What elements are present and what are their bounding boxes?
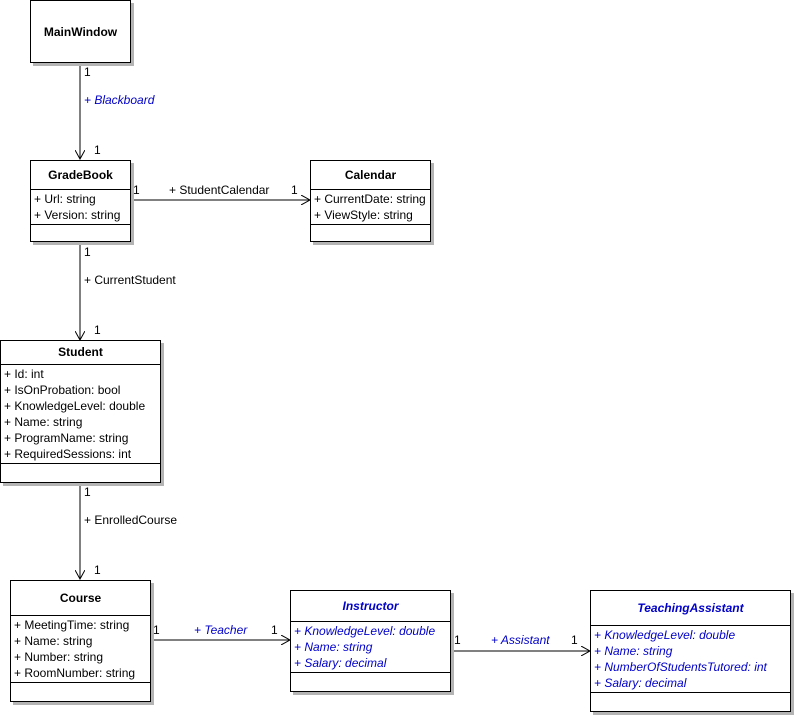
class-teaching-assistant[interactable]: TeachingAssistant + KnowledgeLevel: doub…	[590, 590, 791, 712]
class-instructor[interactable]: Instructor + KnowledgeLevel: double + Na…	[290, 590, 451, 692]
attribute: + Name: string	[294, 640, 373, 654]
class-name: Instructor	[291, 591, 450, 622]
attribute: + Name: string	[14, 634, 93, 648]
enrolled-course-role-label: + EnrolledCourse	[84, 513, 178, 527]
attribute: + Version: string	[34, 208, 121, 222]
class-main-window[interactable]: MainWindow	[30, 0, 131, 63]
class-calendar[interactable]: Calendar + CurrentDate: string + ViewSty…	[310, 160, 431, 242]
class-course[interactable]: Course + MeetingTime: string + Name: str…	[10, 580, 151, 702]
teacher-role-label: + Teacher	[194, 623, 248, 637]
class-name: TeachingAssistant	[591, 591, 790, 626]
current-student-target-multiplicity: 1	[94, 323, 101, 337]
current-student-source-multiplicity: 1	[84, 245, 91, 259]
attribute: + MeetingTime: string	[14, 618, 130, 632]
teacher-target-multiplicity: 1	[271, 623, 278, 637]
operation-list	[11, 683, 150, 701]
class-name: GradeBook	[31, 161, 130, 190]
enrolled-course-source-multiplicity: 1	[84, 485, 91, 499]
operation-list	[311, 225, 430, 241]
assistant-role-label: + Assistant	[491, 633, 550, 647]
attribute: + Url: string	[34, 192, 96, 206]
enrolled-course-target-multiplicity: 1	[94, 563, 101, 577]
class-name: Student	[1, 341, 160, 365]
attribute: + ProgramName: string	[4, 431, 129, 445]
student-calendar-target-multiplicity: 1	[291, 183, 298, 197]
attribute: + CurrentDate: string	[314, 192, 426, 206]
attribute: + ViewStyle: string	[314, 208, 413, 222]
attribute: + Name: string	[594, 644, 673, 658]
attribute-list: + KnowledgeLevel: double + Name: string …	[291, 622, 450, 673]
attribute: + Name: string	[4, 415, 83, 429]
attribute: + Salary: decimal	[594, 676, 687, 690]
attribute-list: + Url: string + Version: string	[31, 190, 130, 225]
attribute: + KnowledgeLevel: double	[294, 624, 436, 638]
assistant-target-multiplicity: 1	[571, 633, 578, 647]
class-grade-book[interactable]: GradeBook + Url: string + Version: strin…	[30, 160, 131, 242]
attribute: + KnowledgeLevel: double	[594, 628, 736, 642]
attribute: + NumberOfStudentsTutored: int	[594, 660, 767, 674]
assistant-source-multiplicity: 1	[454, 633, 461, 647]
attribute: + IsOnProbation: bool	[4, 383, 121, 397]
attribute: + Salary: decimal	[294, 656, 387, 670]
attribute: + KnowledgeLevel: double	[4, 399, 146, 413]
teacher-source-multiplicity: 1	[153, 623, 160, 637]
attribute-list: + MeetingTime: string + Name: string + N…	[11, 616, 150, 683]
operation-list	[591, 693, 790, 711]
blackboard-source-multiplicity: 1	[84, 65, 91, 79]
class-name: Calendar	[311, 161, 430, 190]
class-name: Course	[11, 581, 150, 616]
student-calendar-role-label: + StudentCalendar	[169, 183, 270, 197]
attribute-list: + CurrentDate: string + ViewStyle: strin…	[311, 190, 430, 225]
attribute: + Number: string	[14, 650, 104, 664]
attribute: + Id: int	[4, 367, 44, 381]
operation-list	[31, 225, 130, 241]
attribute: + RequiredSessions: int	[4, 447, 132, 461]
operation-list	[1, 464, 160, 482]
operation-list	[291, 673, 450, 691]
student-calendar-source-multiplicity: 1	[133, 183, 140, 197]
blackboard-role-label: + Blackboard	[84, 93, 155, 107]
current-student-role-label: + CurrentStudent	[84, 273, 176, 287]
class-student[interactable]: Student + Id: int + IsOnProbation: bool …	[0, 340, 161, 483]
attribute-list: + KnowledgeLevel: double + Name: string …	[591, 626, 790, 693]
attribute: + RoomNumber: string	[14, 666, 136, 680]
class-name: MainWindow	[43, 24, 118, 39]
attribute-list: + Id: int + IsOnProbation: bool + Knowle…	[1, 365, 160, 464]
blackboard-target-multiplicity: 1	[94, 143, 101, 157]
